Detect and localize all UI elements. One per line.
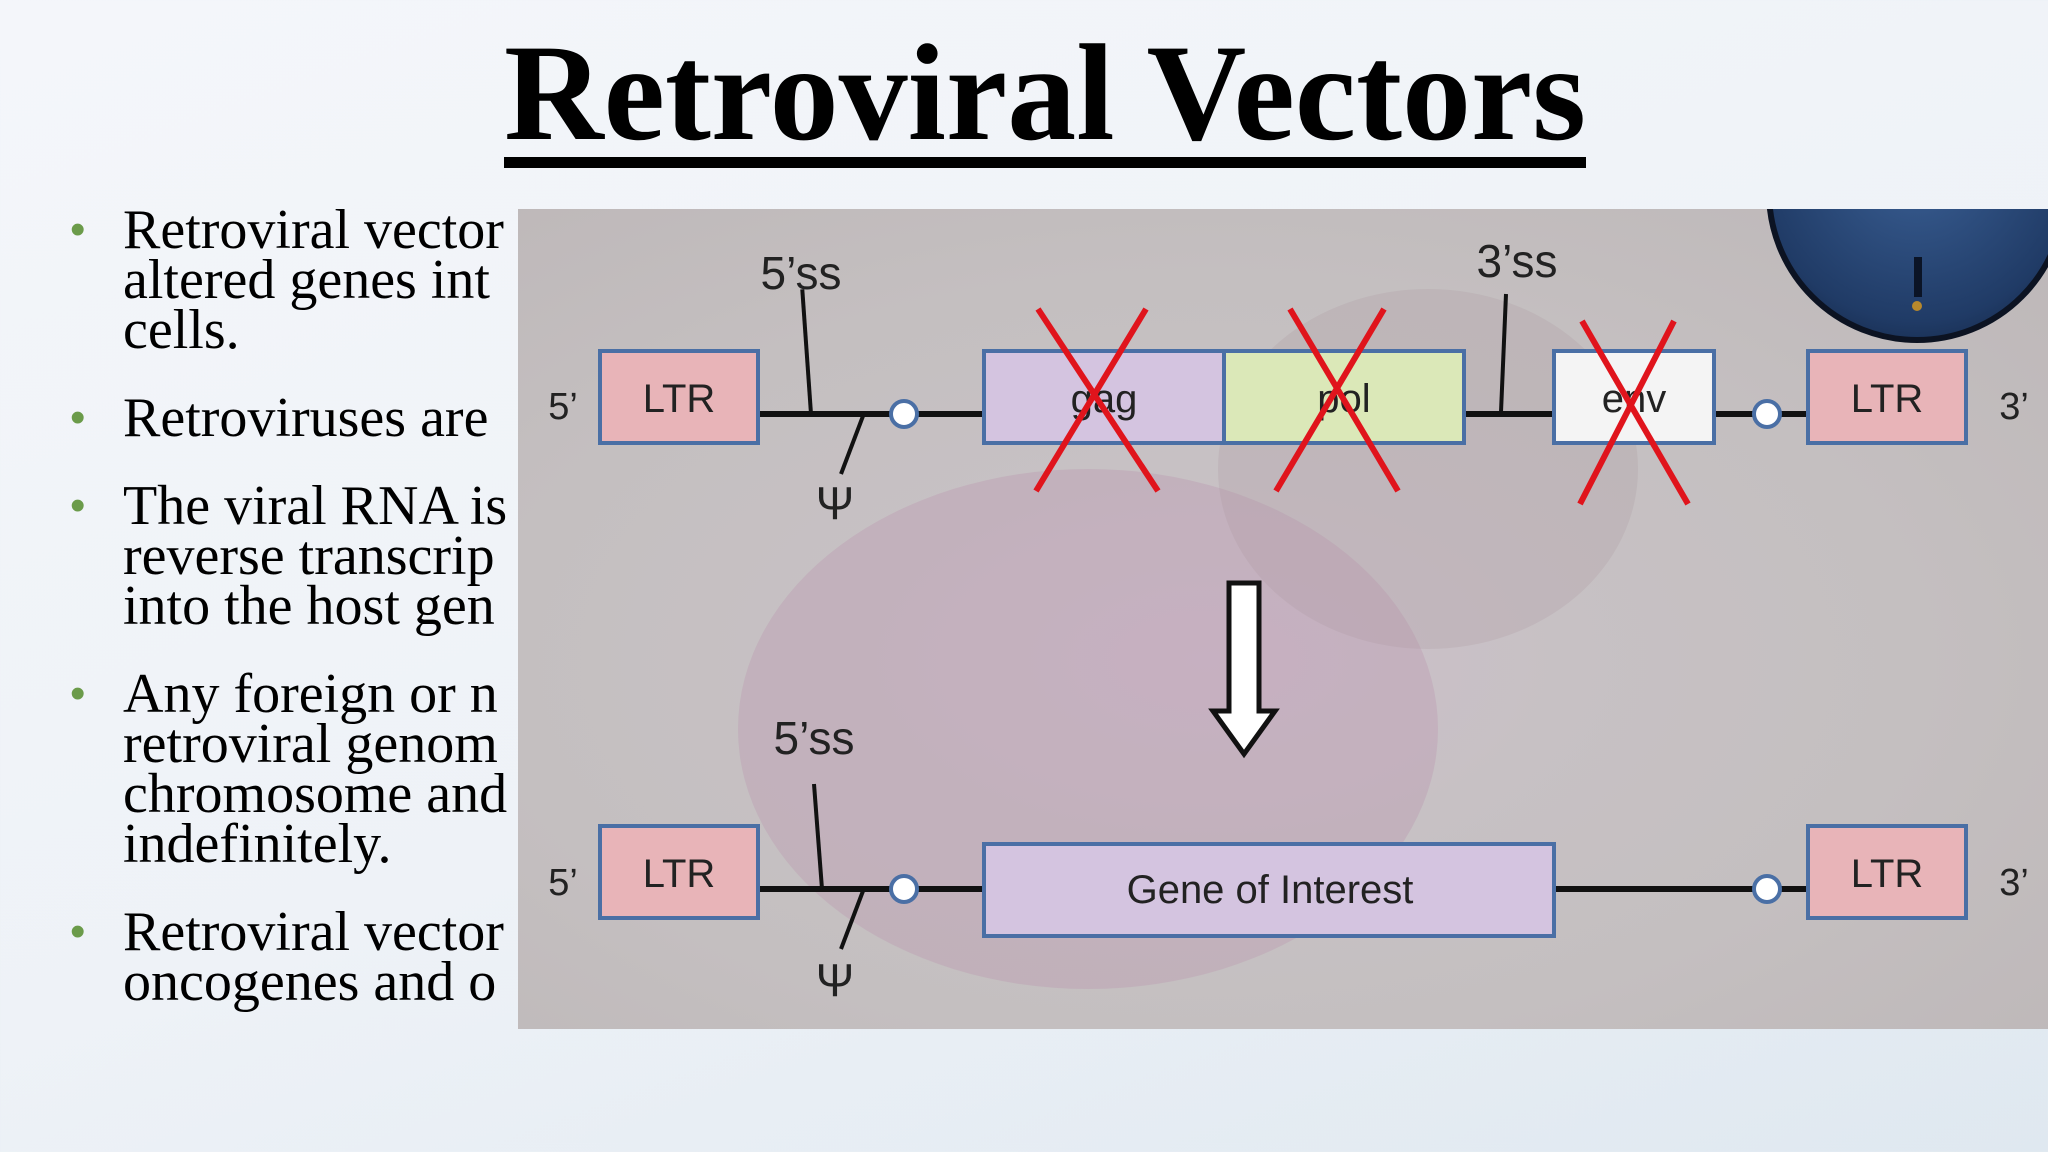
splice-site-3-label: 3’ss	[1477, 235, 1558, 287]
bullet-text: Any foreign or n retroviral genom chromo…	[123, 663, 508, 875]
ltr-box	[598, 824, 760, 920]
deletion-cross-icon	[1273, 307, 1401, 493]
bullet-text: Retroviral vector oncogenes and o	[123, 901, 504, 1013]
bullet-text: Retroviruses are	[123, 387, 489, 449]
three-prime-label: 3’	[1999, 386, 2029, 428]
deletion-cross-icon	[1033, 307, 1161, 493]
slide-title-text: Retroviral Vectors	[504, 16, 1586, 169]
packaging-circle-icon	[889, 874, 919, 904]
gene-of-interest-label: Gene of Interest	[1127, 868, 1414, 912]
splice-site-5-label: 5’ss	[761, 247, 842, 299]
bullet-item: • Retroviruses are	[70, 390, 590, 446]
ltr-label: LTR	[1851, 852, 1924, 896]
retroviral-vector-diagram: 5’ LTR 5’ss Ψ gag pol 3’ss env LTR 3’	[548, 235, 2029, 1006]
five-prime-label: 5’	[548, 386, 578, 428]
splice-site-5-line	[800, 289, 813, 415]
vector-construct: 5’ LTR 5’ss Ψ Gene of Interest LTR 3’	[548, 712, 2029, 1006]
psi-label: Ψ	[816, 477, 854, 529]
bullet-dot-icon: •	[70, 481, 86, 530]
five-prime-label: 5’	[548, 862, 578, 904]
bullet-item: • Retroviral vector oncogenes and o	[70, 904, 590, 1010]
bullet-dot-icon: •	[70, 205, 86, 254]
psi-line	[839, 890, 865, 950]
deletion-cross-icon	[1577, 319, 1691, 506]
clock-tick	[1914, 257, 1922, 297]
bullet-item: • Retroviral vector altered genes int cel…	[70, 202, 590, 358]
splice-site-5-label: 5’ss	[774, 712, 855, 764]
bullet-text: Retroviral vector altered genes int cell…	[123, 199, 504, 361]
wild-type-construct: 5’ LTR 5’ss Ψ gag pol 3’ss env LTR 3’	[548, 235, 2029, 529]
slide-title: Retroviral Vectors	[0, 18, 2048, 168]
bullet-text: The viral RNA is reverse transcrip into …	[123, 475, 508, 637]
bullet-dot-icon: •	[70, 393, 86, 442]
gag-box	[982, 349, 1226, 445]
clock-pin	[1912, 301, 1922, 311]
ltr-box	[598, 349, 760, 445]
ltr-label: LTR	[643, 377, 716, 421]
diagram-panel: 5’ LTR 5’ss Ψ gag pol 3’ss env LTR 3’	[518, 209, 2048, 1029]
ltr-box	[1806, 824, 1968, 920]
ltr-box	[1806, 349, 1968, 445]
ltr-label: LTR	[643, 852, 716, 896]
bullet-item: • The viral RNA is reverse transcrip into…	[70, 478, 590, 634]
bullet-dot-icon: •	[70, 669, 86, 718]
packaging-circle-icon	[1752, 874, 1782, 904]
gene-of-interest-box	[982, 842, 1556, 938]
psi-label: Ψ	[816, 954, 854, 1006]
splice-site-5-line	[812, 783, 824, 890]
bullet-list: • Retroviral vector altered genes int cel…	[70, 202, 590, 1045]
psi-line	[839, 415, 865, 475]
three-prime-label: 3’	[1999, 862, 2029, 904]
bullet-dot-icon: •	[70, 907, 86, 956]
down-arrow-icon	[1208, 580, 1280, 759]
packaging-circle-icon	[889, 399, 919, 429]
ltr-label: LTR	[1851, 377, 1924, 421]
splice-site-3-line	[1499, 293, 1508, 413]
bullet-item: • Any foreign or n retroviral genom chrom…	[70, 666, 590, 872]
packaging-circle-icon	[1752, 399, 1782, 429]
